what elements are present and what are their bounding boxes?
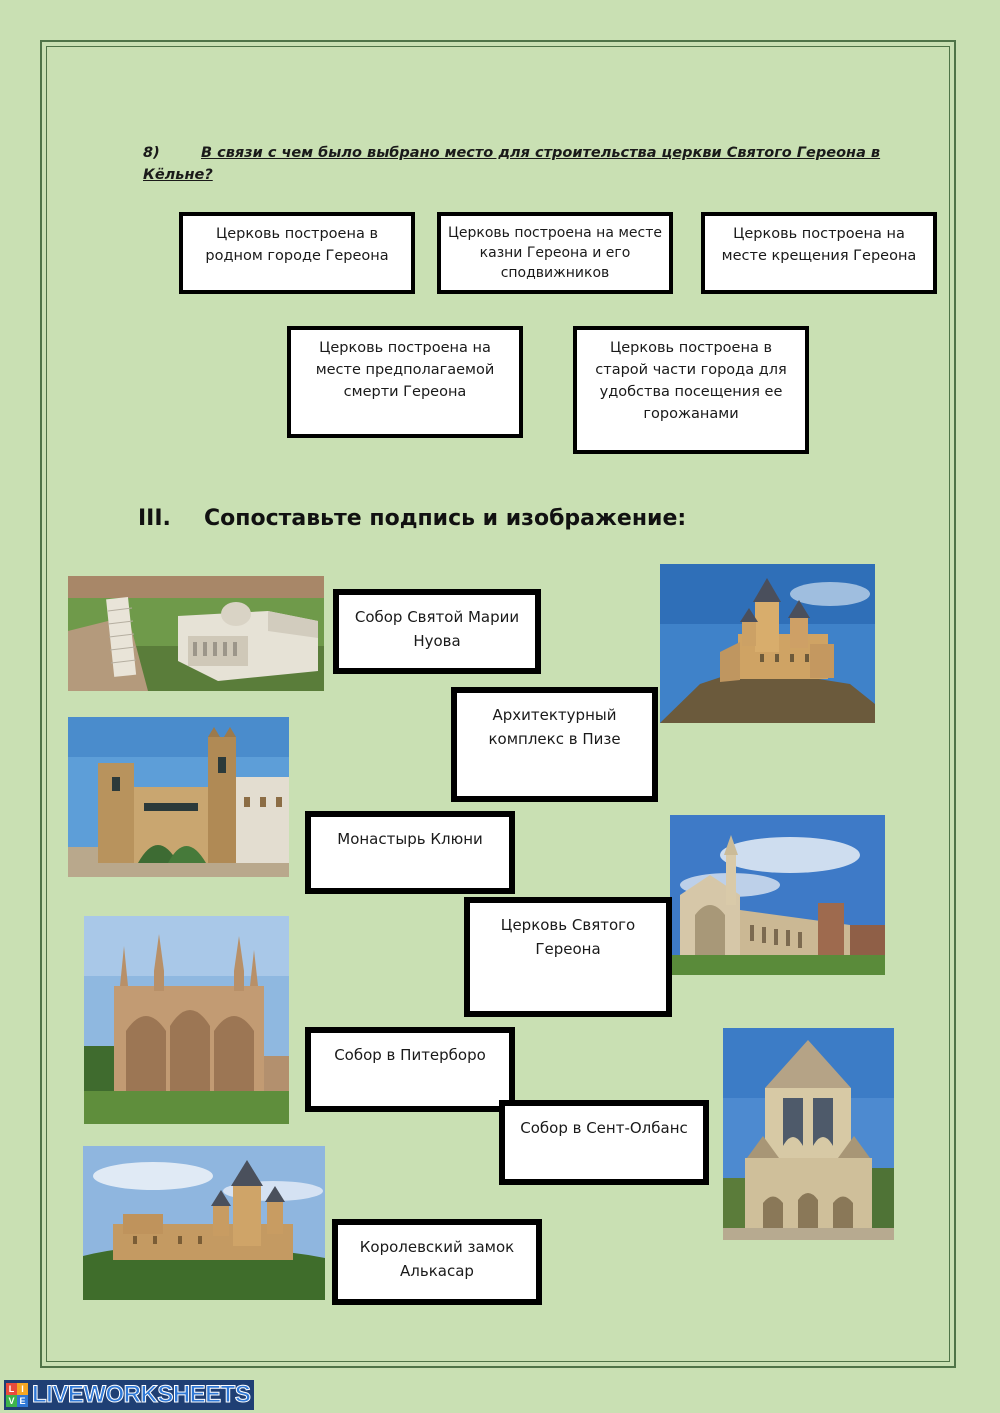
photo-alcazar-tower[interactable]	[660, 564, 875, 723]
photo-cathedral-courtyard[interactable]	[68, 717, 289, 877]
logo-wordmark: LIVEWORKSHEETS	[31, 1381, 251, 1409]
photo-pisa-complex[interactable]	[68, 576, 324, 691]
section-numeral: III.	[138, 506, 171, 531]
caption-pisa-complex[interactable]: Архитектурный комплекс в Пизе	[451, 687, 658, 802]
liveworksheets-logo: L I V E LIVEWORKSHEETS	[4, 1380, 255, 1410]
caption-santa-maria-nuova[interactable]: Собор Святой Марии Нуова	[333, 589, 541, 674]
caption-st-gereon[interactable]: Церковь Святого Гереона	[464, 897, 672, 1017]
photo-long-nave-cathedral[interactable]	[670, 815, 885, 975]
question-text: В связи с чем было выбрано место для стр…	[143, 145, 881, 183]
caption-alcazar[interactable]: Королевский замок Алькасар	[332, 1219, 542, 1305]
logo-cube-icon: L I V E	[6, 1383, 28, 1407]
question-8: 8)В связи с чем было выбрано место для с…	[143, 142, 903, 186]
caption-peterborough[interactable]: Собор в Питерборо	[305, 1027, 515, 1112]
photo-st-gereon-church[interactable]	[723, 1028, 894, 1240]
photo-gothic-west-front[interactable]	[84, 916, 289, 1124]
photo-alcazar-castle[interactable]	[83, 1146, 325, 1300]
answer-option-4[interactable]: Церковь построена на месте предполагаемо…	[287, 326, 523, 438]
answer-option-2[interactable]: Церковь построена на месте казни Гереона…	[437, 212, 673, 294]
answer-option-5[interactable]: Церковь построена в старой части города …	[573, 326, 809, 454]
page-border-inner	[46, 46, 950, 1362]
caption-cluny-abbey[interactable]: Монастырь Клюни	[305, 811, 515, 894]
section-heading: III. Сопоставьте подпись и изображение:	[138, 506, 686, 531]
question-number: 8)	[143, 145, 160, 161]
page-border-outer	[40, 40, 956, 1368]
section-title: Сопоставьте подпись и изображение:	[204, 506, 687, 531]
caption-st-albans[interactable]: Собор в Сент-Олбанс	[499, 1100, 709, 1185]
answer-option-3[interactable]: Церковь построена на месте крещения Гере…	[701, 212, 937, 294]
answer-option-1[interactable]: Церковь построена в родном городе Гереон…	[179, 212, 415, 294]
